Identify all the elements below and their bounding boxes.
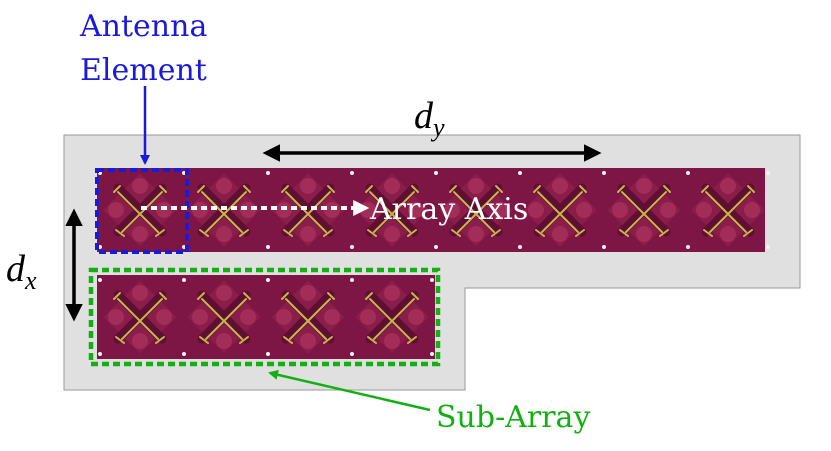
- dx-label: dx: [6, 248, 37, 295]
- top-array-elements: [103, 173, 765, 247]
- via-dot: [182, 278, 186, 282]
- via-dot: [430, 278, 434, 282]
- via-dot: [266, 278, 270, 282]
- antenna-element-box: [95, 168, 189, 254]
- antenna-element-label-line1: Antenna: [79, 9, 207, 44]
- antenna-element: [607, 173, 681, 247]
- antenna-element: [187, 280, 261, 354]
- via-dot: [686, 245, 690, 249]
- via-dot: [350, 171, 354, 175]
- via-dot: [98, 352, 102, 356]
- via-dot: [518, 245, 522, 249]
- via-dot: [518, 171, 522, 175]
- bottom-array-elements: [103, 280, 429, 354]
- antenna-element: [103, 173, 177, 247]
- antenna-element: [103, 280, 177, 354]
- via-dot: [350, 245, 354, 249]
- antenna-element: [439, 173, 513, 247]
- sub-array-label: Sub-Array: [436, 400, 590, 435]
- via-dot: [430, 352, 434, 356]
- array-axis-label: Array Axis: [369, 192, 528, 227]
- antenna-element: [271, 280, 345, 354]
- via-dot: [266, 245, 270, 249]
- sub-array-pointer: [268, 369, 431, 412]
- antenna-element: [691, 173, 765, 247]
- via-dot: [686, 171, 690, 175]
- dy-label: dy: [414, 95, 445, 142]
- via-dot: [602, 171, 606, 175]
- via-dot: [602, 245, 606, 249]
- via-dot: [350, 352, 354, 356]
- via-dot: [266, 352, 270, 356]
- antenna-element: [355, 280, 429, 354]
- antenna-element-label-line2: Element: [80, 53, 207, 88]
- via-dot: [98, 278, 102, 282]
- antenna-element: [523, 173, 597, 247]
- via-dot: [266, 171, 270, 175]
- via-dot: [434, 171, 438, 175]
- antenna-element: [271, 173, 345, 247]
- via-dot: [766, 245, 770, 249]
- via-dot: [350, 278, 354, 282]
- via-dot: [766, 171, 770, 175]
- via-dot: [434, 245, 438, 249]
- via-dot: [182, 352, 186, 356]
